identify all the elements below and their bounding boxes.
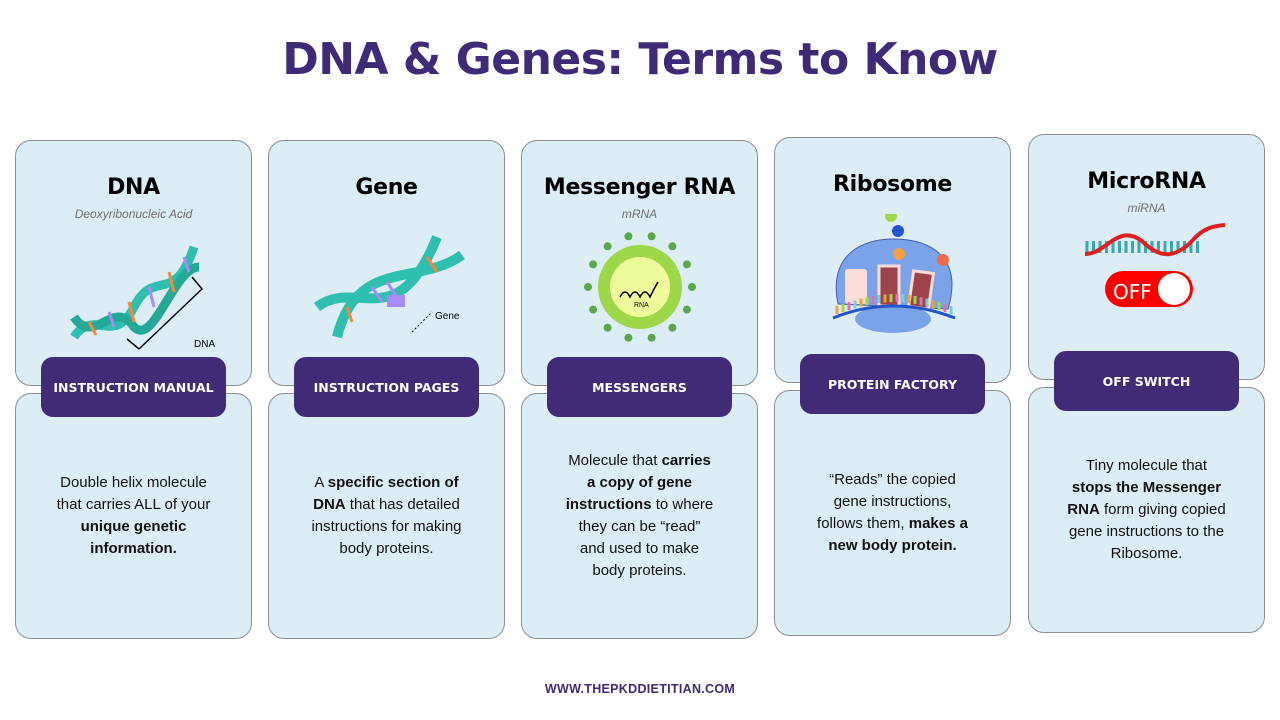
term-badge: OFF SWITCH <box>1054 351 1239 411</box>
description-bold: stops the Messenger RNA <box>1067 479 1222 518</box>
description-text: to where they can be “read” and used to … <box>578 496 714 579</box>
dna-label: DNA <box>194 339 215 350</box>
term-description: “Reads” the copied gene instructions, fo… <box>813 469 973 557</box>
term-title: Messenger RNA <box>543 175 736 200</box>
description-card: Tiny molecule that stops the Messenger R… <box>1028 387 1265 633</box>
term-title: Gene <box>355 175 418 200</box>
term-card: Ribosome <box>774 137 1011 383</box>
description-text: Double helix molecule that carries ALL o… <box>56 474 211 513</box>
description-text: “Reads” the copied gene instructions, fo… <box>817 471 956 532</box>
website-footer[interactable]: WWW.THEPKDDIETITIAN.COM <box>544 682 736 696</box>
term-description: Tiny molecule that stops the Messenger R… <box>1067 455 1227 565</box>
description-bold: specific section of DNA <box>313 474 459 513</box>
term-subtitle: mRNA <box>621 207 658 221</box>
description-card: “Reads” the copied gene instructions, fo… <box>774 390 1011 636</box>
term-title: Ribosome <box>833 172 952 197</box>
term-card: DNA Deoxyribonucleic Acid DNA <box>15 140 252 386</box>
off-switch-icon: OFF <box>1047 221 1247 351</box>
term-description: Molecule that carries a copy of gene ins… <box>565 450 715 582</box>
term-badge: PROTEIN FACTORY <box>800 354 985 414</box>
term-badge: MESSENGERS <box>547 357 732 417</box>
description-text: form giving copied gene instructions to … <box>1068 501 1226 562</box>
term-card: Messenger RNA mRNA RNA <box>521 140 758 386</box>
term-card: MicroRNA miRNA OFF <box>1028 134 1265 380</box>
term-card: Gene Gene <box>268 140 505 386</box>
term-title: MicroRNA <box>1087 169 1206 194</box>
description-bold: carries a copy of gene instructions <box>565 452 711 513</box>
page-title: DNA & Genes: Terms to Know <box>282 34 998 85</box>
description-text: Molecule that <box>568 452 662 469</box>
term-title: DNA <box>107 175 160 200</box>
term-badge: INSTRUCTION MANUAL <box>41 357 226 417</box>
description-card: Double helix molecule that carries ALL o… <box>15 393 252 639</box>
gene-segment-icon: Gene <box>287 217 487 347</box>
description-text: Tiny molecule that <box>1085 457 1208 474</box>
description-card: A specific section of DNA that has detai… <box>268 393 505 639</box>
rna-virus-icon: RNA <box>540 227 740 357</box>
description-bold: makes a new body protein. <box>828 515 968 554</box>
term-description: Double helix molecule that carries ALL o… <box>54 472 214 560</box>
term-badge: INSTRUCTION PAGES <box>294 357 479 417</box>
rna-label: RNA <box>634 302 649 309</box>
gene-label: Gene <box>435 311 460 322</box>
description-bold: unique genetic information. <box>80 518 187 557</box>
description-card: Molecule that carries a copy of gene ins… <box>521 393 758 639</box>
term-subtitle: miRNA <box>1127 201 1166 215</box>
description-text: that has detailed instructions for makin… <box>311 496 462 557</box>
dna-helix-icon: DNA <box>34 227 234 357</box>
off-label: OFF <box>1113 280 1152 304</box>
ribosome-icon <box>793 210 993 344</box>
description-text: A <box>314 474 328 491</box>
term-description: A specific section of DNA that has detai… <box>307 472 467 560</box>
term-subtitle: Deoxyribonucleic Acid <box>74 207 193 221</box>
